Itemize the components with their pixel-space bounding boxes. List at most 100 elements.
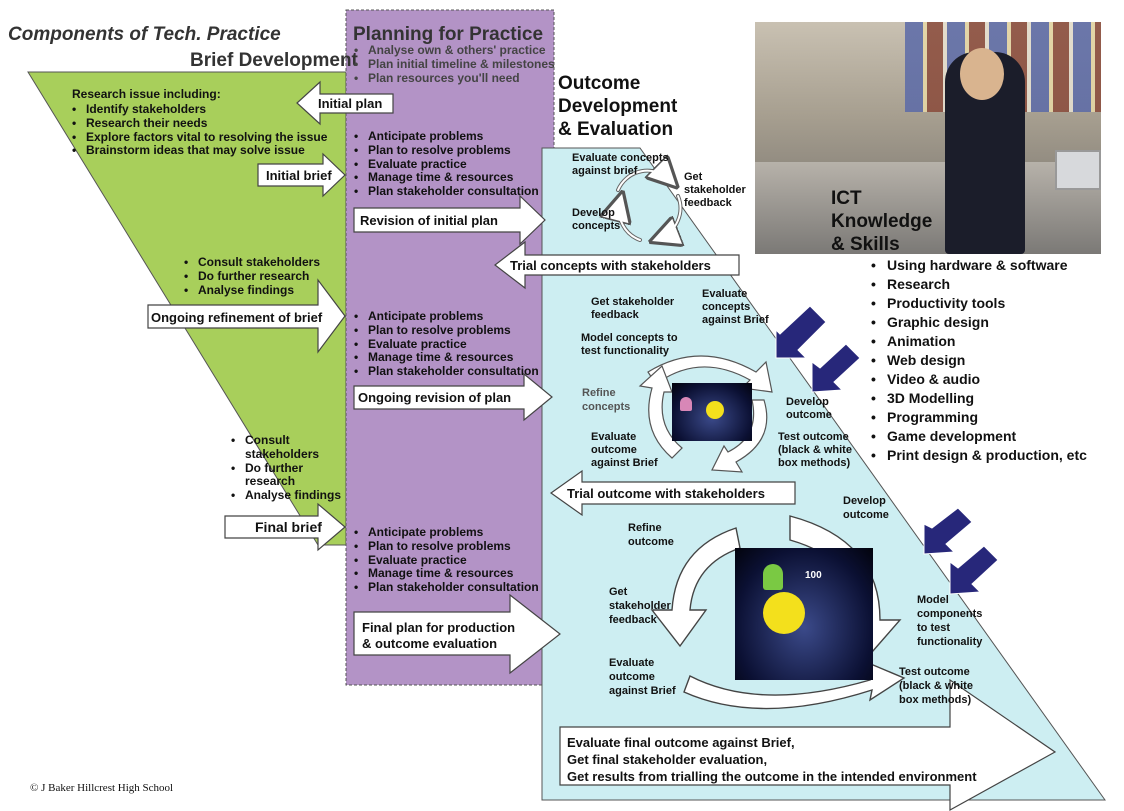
ongoing-brief-label: Ongoing refinement of brief <box>151 310 323 325</box>
plan-item: Evaluate practice <box>354 337 539 352</box>
plan-item: Manage time & resources <box>354 171 539 185</box>
ict-skill-item: Graphic design <box>871 313 1087 332</box>
ict-title-line1: ICT <box>831 188 862 209</box>
cycle3-test-label: Test outcome (black & white box methods) <box>899 665 973 707</box>
cycle1-feedback-label: Get stakeholder feedback <box>684 171 746 210</box>
outcome-title-line2: Development <box>558 96 678 117</box>
final-line: Evaluate final outcome against Brief, <box>567 735 795 750</box>
label-line: components <box>917 608 983 620</box>
ict-title-line2: Knowledge <box>831 211 933 232</box>
classroom-photo <box>755 22 1101 254</box>
label-line: Model concepts to <box>581 332 678 344</box>
game-character <box>706 401 724 419</box>
cycle2-test-label: Test outcome (black & white box methods) <box>778 431 852 470</box>
label-line: stakeholder <box>609 600 671 612</box>
label-line: outcome <box>786 409 832 421</box>
label-line: Refine <box>582 387 616 399</box>
plan-item: Plan stakeholder consultation <box>354 580 539 595</box>
ongoing-revision-label: Ongoing revision of plan <box>358 390 512 405</box>
ict-arrow-3 <box>923 507 973 555</box>
consult-item: Do further research <box>184 269 320 284</box>
plan-item: Manage time & resources <box>354 351 539 365</box>
planning-intro-item: Analyse own & others' practice <box>354 43 555 58</box>
final-plan-line2: & outcome evaluation <box>362 636 498 651</box>
game-score: 100 <box>805 570 822 581</box>
plan-item: Anticipate problems <box>354 309 539 324</box>
label-line: feedback <box>609 614 657 626</box>
ict-skill-item: Video & audio <box>871 370 1087 389</box>
trial-outcome-arrow <box>549 469 796 517</box>
final-brief-label: Final brief <box>255 519 322 535</box>
plan-item: Plan to resolve problems <box>354 323 539 338</box>
label-line: concepts <box>572 220 621 232</box>
ict-skill-item: 3D Modelling <box>871 389 1087 408</box>
cycle3-arc-bottom <box>683 660 906 710</box>
ict-skill-item: Web design <box>871 351 1087 370</box>
label-line: (black & white <box>899 680 973 692</box>
cycle2-evaluate-outcome-label: Evaluate outcome against Brief <box>591 431 658 470</box>
ict-arrow-4 <box>949 545 999 595</box>
ongoing-brief-arrow <box>147 278 346 354</box>
research-heading: Research issue including: <box>72 87 221 101</box>
photo-student-head <box>960 48 1004 100</box>
cycle2-arc-top <box>647 355 773 393</box>
final-plan-line1: Final plan for production <box>362 620 516 635</box>
label-line: Develop <box>843 495 886 507</box>
consult-item: Consult stakeholders <box>231 433 341 462</box>
photo-monitor <box>1055 150 1101 190</box>
planning-intro-list: Analyse own & others' practice Plan init… <box>354 43 555 86</box>
game-character <box>763 592 805 634</box>
game-ghost <box>680 397 692 411</box>
ict-arrow-2 <box>811 343 861 393</box>
label-line: Get stakeholder <box>591 296 675 308</box>
ongoing-revision-arrow <box>353 372 553 422</box>
plan-list-2: Anticipate problems Plan to resolve prob… <box>354 309 539 379</box>
ict-skill-item: Game development <box>871 427 1087 446</box>
label-line: Refine <box>628 522 662 534</box>
label-line: to test <box>917 622 950 634</box>
revision-plan-arrow <box>353 194 546 246</box>
ict-title: ICT Knowledge & Skills <box>831 187 932 256</box>
final-evaluation-arrow <box>559 678 1057 811</box>
cycle3-feedback-label: Get stakeholder feedback <box>609 585 671 627</box>
label-line: outcome <box>843 509 889 521</box>
label-line: Get <box>684 171 703 183</box>
plan-item: Plan to resolve problems <box>354 143 539 158</box>
research-item: Research their needs <box>72 116 327 131</box>
photo-desks <box>755 162 1101 254</box>
cycle2-refine-label: Refine concepts <box>582 386 630 414</box>
label-line: outcome <box>628 536 674 548</box>
label-line: concepts <box>582 401 631 413</box>
ict-skill-item: Research <box>871 275 1087 294</box>
initial-plan-label: Initial plan <box>318 96 383 111</box>
ict-title-line3: & Skills <box>831 234 900 255</box>
label-line: against Brief <box>702 314 769 326</box>
final-line: Get results from trialling the outcome i… <box>567 769 977 784</box>
label-line: feedback <box>591 309 639 321</box>
cycle2-develop-label: Develop outcome <box>786 396 832 422</box>
cycle2-model-label: Model concepts to test functionality <box>581 332 678 358</box>
plan-item: Evaluate practice <box>354 553 539 568</box>
copyright-notice: © J Baker Hillcrest High School <box>30 782 174 794</box>
final-evaluation-text: Evaluate final outcome against Brief, Ge… <box>567 734 977 785</box>
planning-intro-item: Plan resources you'll need <box>354 71 555 86</box>
cycle1-evaluate-label: Evaluate concepts against brief <box>572 152 669 178</box>
ict-skill-item: Animation <box>871 332 1087 351</box>
label-line: concepts <box>702 301 751 313</box>
trial-outcome-label: Trial outcome with stakeholders <box>567 486 765 501</box>
label-line: functionality <box>917 636 983 648</box>
consult-item: Analyse findings <box>184 283 320 298</box>
outcome-title-line3: & Evaluation <box>558 119 674 140</box>
cycle2-feedback-label: Get stakeholder feedback <box>591 296 674 322</box>
final-plan-label: Final plan for production & outcome eval… <box>362 620 515 652</box>
plan-list-3: Anticipate problems Plan to resolve prob… <box>354 525 539 595</box>
label-line: feedback <box>684 197 732 209</box>
final-brief-arrow <box>224 502 346 552</box>
plan-item: Plan to resolve problems <box>354 539 539 554</box>
planning-intro-item: Plan initial timeline & milestones <box>354 57 555 72</box>
label-line: Evaluate <box>591 431 637 443</box>
label-line: outcome <box>609 671 655 683</box>
brief-development-title: Brief Development <box>190 50 358 71</box>
cycle3-develop-label: Develop outcome <box>843 494 889 522</box>
ict-skill-item: Programming <box>871 408 1087 427</box>
